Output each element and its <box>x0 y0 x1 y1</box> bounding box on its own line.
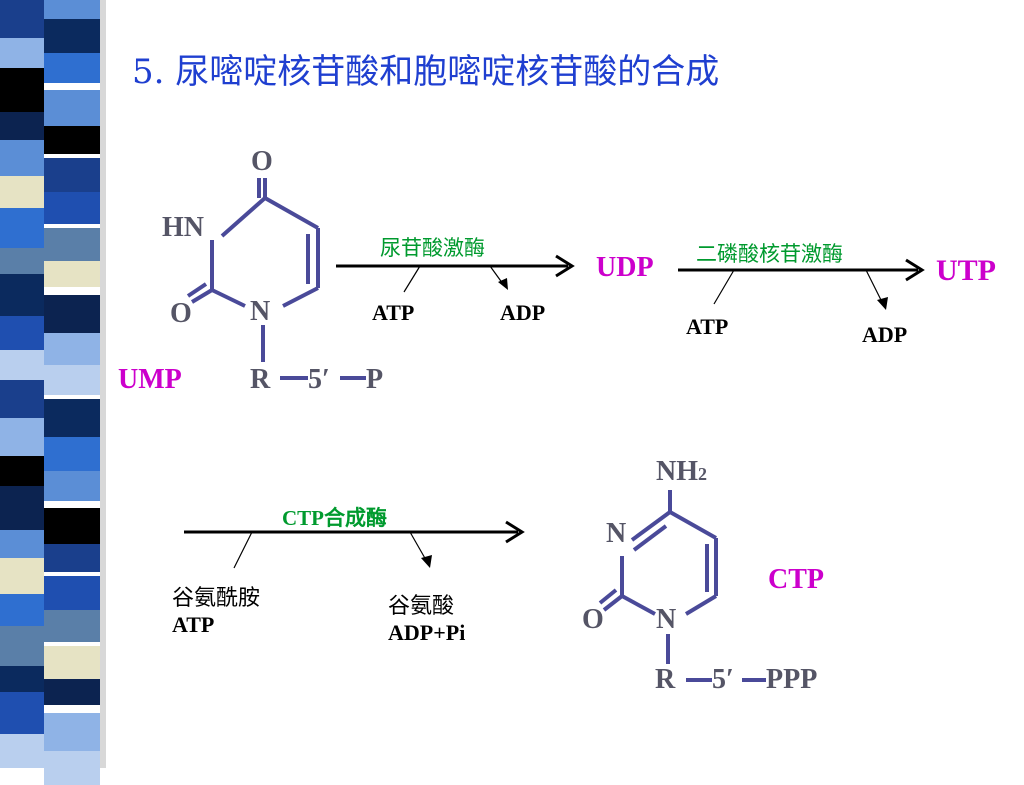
reaction2-enzyme: 二磷酸核苷激酶 <box>696 242 843 266</box>
reaction1-input: ATP <box>372 300 415 325</box>
reaction2-input: ATP <box>686 314 729 339</box>
stripe-block <box>44 471 100 501</box>
ctp-five-prime: 5′ <box>712 664 734 695</box>
reaction3-input-line2: ATP <box>172 612 215 637</box>
stripe-block <box>0 418 44 456</box>
stripe-block <box>0 594 44 626</box>
ump-oxygen-left: O <box>170 298 192 329</box>
stripe-block <box>44 158 100 194</box>
ctp-oxygen-left: O <box>582 604 604 635</box>
stripe-block <box>0 350 44 380</box>
diagram-lines <box>184 178 925 682</box>
stripe-block <box>0 486 44 530</box>
stripe-block <box>44 610 100 642</box>
stripe-block <box>0 734 44 768</box>
stripe-block <box>44 679 100 705</box>
stripe-block <box>0 274 44 316</box>
reaction3-output-line2: ADP+Pi <box>388 620 466 645</box>
stripe-block <box>0 176 44 208</box>
stripe-block <box>0 666 44 692</box>
reaction3-enzyme: CTP合成酶 <box>282 506 387 530</box>
reaction3-output-line1: 谷氨酸 <box>388 594 455 619</box>
reaction3-input-line1: 谷氨酰胺 <box>172 586 261 611</box>
decorative-stripe-bar <box>0 0 100 785</box>
ctp-ring-bonds <box>598 490 766 682</box>
udp-label: UDP <box>596 252 654 283</box>
reaction1-side-arrowhead <box>498 278 508 290</box>
stripe-block <box>0 0 44 38</box>
ump-label: UMP <box>118 364 182 395</box>
stripe-block <box>44 437 100 475</box>
reaction2-side-arrowhead <box>877 297 888 310</box>
ump-hn: HN <box>162 212 204 243</box>
stripe-block <box>44 0 100 19</box>
stripe-block <box>44 192 100 224</box>
stripe-block <box>44 399 100 437</box>
stripe-block <box>44 576 100 612</box>
stripe-block <box>0 38 44 68</box>
reaction2-side-lines <box>713 269 883 305</box>
stripe-block <box>0 558 44 594</box>
stripe-block <box>44 126 100 154</box>
ctp-amino-nh: NH <box>656 456 698 487</box>
stripe-block <box>44 365 100 395</box>
stripe-block <box>44 295 100 337</box>
stripe-block <box>0 248 44 274</box>
ump-ring-bonds <box>186 178 366 380</box>
utp-label: UTP <box>936 254 996 287</box>
stripe-block <box>0 140 44 176</box>
reaction1-arrow <box>336 254 575 278</box>
stripe-block <box>0 456 44 486</box>
ctp-triphosphate: PPP <box>766 664 818 695</box>
stripe-block <box>0 112 44 140</box>
ctp-ribose: R <box>655 664 676 695</box>
ctp-nitrogen: N <box>656 604 677 635</box>
stripe-block <box>0 692 44 734</box>
stripe-block <box>0 208 44 248</box>
stripe-block <box>44 19 100 57</box>
ump-phosphate: P <box>366 364 384 395</box>
stripe-block <box>44 333 100 367</box>
reaction1-side-lines <box>403 265 504 293</box>
ctp-amino-subscript: 2 <box>698 464 707 484</box>
stripe-block <box>44 53 100 83</box>
stripe-block <box>44 261 100 287</box>
ump-five-prime: 5′ <box>308 364 330 395</box>
reaction3-side-lines <box>233 531 427 569</box>
stripe-block <box>44 544 100 572</box>
stripe-block <box>0 316 44 350</box>
reaction2-output: ADP <box>862 322 908 347</box>
reaction3-side-arrowhead <box>421 555 432 568</box>
ctp-nitrogen-top: N <box>606 518 627 549</box>
stripe-block <box>0 530 44 558</box>
ctp-amino-group: NH2 <box>656 456 707 488</box>
ump-ribose: R <box>250 364 271 395</box>
reaction2-arrow <box>678 258 925 282</box>
stripe-shadow <box>100 0 106 768</box>
reaction3-arrow <box>184 520 525 544</box>
stripe-block <box>0 380 44 418</box>
ump-oxygen-top: O <box>251 146 273 177</box>
page-title: 5. 尿嘧啶核苷酸和胞嘧啶核苷酸的合成 <box>132 52 720 92</box>
stripe-block <box>0 68 44 112</box>
stripe-block <box>0 626 44 666</box>
ctp-label: CTP <box>768 564 824 595</box>
ump-nitrogen: N <box>250 296 271 327</box>
stripe-block <box>44 713 100 755</box>
reaction1-output: ADP <box>500 300 546 325</box>
reaction1-enzyme: 尿苷酸激酶 <box>380 236 485 260</box>
